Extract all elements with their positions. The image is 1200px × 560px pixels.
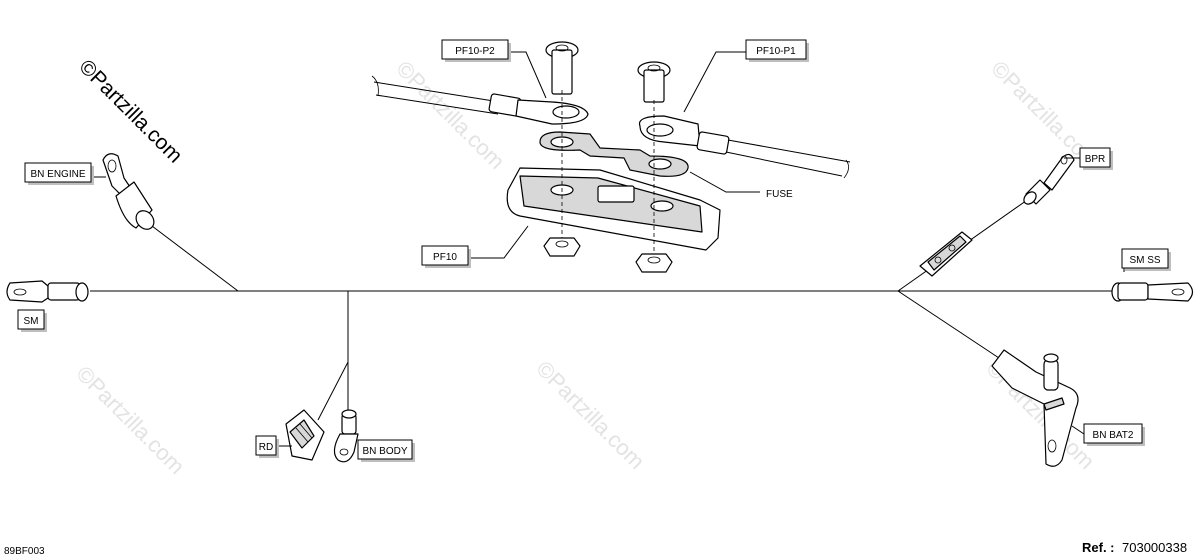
callout-rd: RD	[255, 435, 279, 458]
watermark-faint-4: ©Partzilla.com	[531, 356, 649, 474]
callout-bn-bat2: BN BAT2	[1083, 423, 1145, 446]
callout-pf10-p2: PF10-P2	[441, 39, 511, 62]
callout-sm-ss: SM SS	[1121, 248, 1171, 271]
label-sm: SM	[24, 316, 39, 327]
label-bn-engine: BN ENGINE	[30, 169, 85, 180]
bpr-fuse-holder	[919, 153, 1075, 277]
ref-label: Ref. :	[1082, 540, 1115, 555]
sm-ss-terminal	[1111, 282, 1194, 302]
rd-connector	[285, 409, 325, 461]
label-fuse: FUSE	[766, 189, 793, 200]
watermark-faint-1: ©Partzilla.com	[391, 56, 509, 174]
label-pf10: PF10	[433, 252, 457, 263]
leader-lines	[91, 51, 1125, 447]
label-sm-ss: SM SS	[1129, 255, 1160, 266]
watermark-main: ©Partzilla.com	[74, 55, 186, 167]
harness-wires	[90, 197, 1112, 421]
sm-terminal	[6, 280, 89, 303]
fuse-assembly	[371, 41, 851, 273]
callout-pf10: PF10	[421, 245, 471, 268]
callout-pf10-p1: PF10-P1	[745, 39, 809, 62]
bn-bat2-terminal	[991, 349, 1079, 467]
label-pf10-p2: PF10-P2	[455, 46, 495, 57]
callout-fuse: FUSE	[766, 189, 793, 200]
label-pf10-p1: PF10-P1	[756, 46, 796, 57]
label-rd: RD	[259, 442, 273, 453]
watermark-faint-3: ©Partzilla.com	[71, 361, 189, 479]
ref-number: 703000338	[1122, 540, 1187, 555]
label-bpr: BPR	[1085, 154, 1106, 165]
label-bn-body: BN BODY	[362, 446, 407, 457]
callout-bn-body: BN BODY	[357, 439, 415, 462]
diagram-code: 89BF003	[4, 546, 45, 557]
callout-bn-engine: BN ENGINE	[24, 162, 94, 185]
bn-body-terminal	[333, 409, 359, 463]
callout-bpr: BPR	[1079, 147, 1113, 170]
label-bn-bat2: BN BAT2	[1093, 430, 1134, 441]
callout-sm: SM	[17, 309, 47, 332]
bn-engine-terminal	[102, 153, 155, 230]
faint-watermarks: ©Partzilla.com ©Partzilla.com ©Partzilla…	[71, 56, 1104, 479]
